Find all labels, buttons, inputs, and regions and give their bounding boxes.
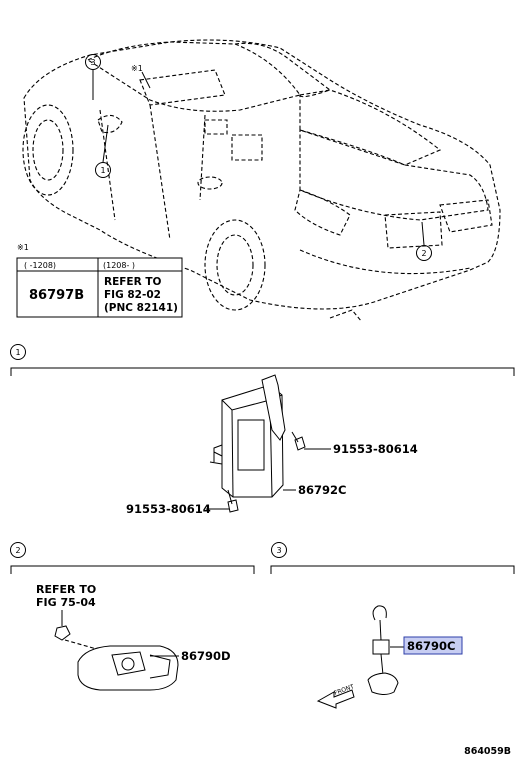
- callout-1-car: 1: [100, 166, 105, 175]
- reference-table: [16, 257, 183, 318]
- bolt-left-illustration: [227, 489, 239, 513]
- section2-number: 2: [15, 546, 20, 555]
- camera-86790d-part-number: 86790D: [181, 649, 231, 663]
- figure-id: 864059B: [464, 746, 511, 757]
- bolt-right-illustration: [291, 431, 306, 451]
- ecu-part-number: 86792C: [298, 483, 346, 497]
- bolt-left-part-number: 91553-80614: [126, 502, 211, 516]
- table-col2-line1: REFER TO: [104, 276, 162, 288]
- section3-bracket: [270, 565, 515, 574]
- nut-illustration: [54, 625, 71, 641]
- bolt-right-part-number: 91553-80614: [333, 442, 418, 456]
- section1-bracket: [10, 367, 515, 376]
- table-col2-line3: (PNC 82141): [104, 302, 178, 314]
- rear-camera-illustration: [77, 645, 179, 691]
- table-col2-line2: FIG 82-02: [104, 289, 161, 301]
- callout-3-top: 3: [90, 58, 95, 67]
- table-col1-value: 86797B: [29, 288, 84, 303]
- callout-2-car: 2: [421, 249, 426, 258]
- camera-86790c-part-number: 86790C: [407, 639, 455, 653]
- front-arrow-icon: [316, 689, 355, 709]
- ecu-module-illustration: [209, 374, 286, 498]
- note-mark-car: ※1: [131, 64, 143, 73]
- refer-line-2: FIG 75-04: [36, 596, 96, 609]
- highlight-box: [403, 636, 463, 655]
- section2-bracket: [10, 565, 255, 574]
- note-mark-table: ※1: [17, 243, 29, 252]
- car-overview-illustration: [22, 39, 501, 323]
- section1-number: 1: [15, 348, 20, 357]
- table-col1-header: ( -1208): [24, 261, 56, 270]
- refer-line-1: REFER TO: [36, 583, 96, 596]
- table-col2-header: (1208- ): [103, 261, 135, 270]
- section3-number: 3: [276, 546, 281, 555]
- camera-harness-illustration: [367, 605, 399, 695]
